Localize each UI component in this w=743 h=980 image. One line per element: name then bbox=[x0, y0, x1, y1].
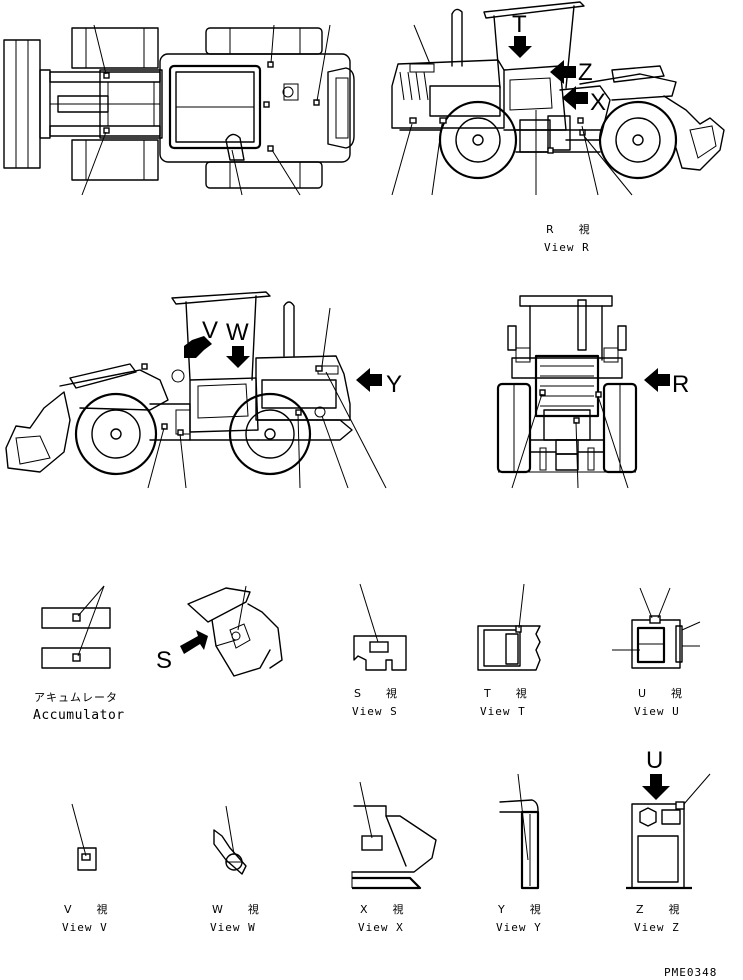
arrow-s: S bbox=[156, 630, 208, 674]
right-side-view-machine bbox=[391, 1, 725, 196]
view-y-en: View Y bbox=[496, 921, 542, 934]
view-r-en: View R bbox=[544, 241, 590, 254]
view-y-jp: Y 視 bbox=[497, 902, 542, 916]
view-t-drawing bbox=[477, 583, 541, 671]
arrow-x: X bbox=[562, 86, 606, 116]
svg-text:V: V bbox=[202, 317, 218, 344]
accumulator-label-en: Accumulator bbox=[33, 708, 125, 723]
arrow-r: R bbox=[644, 368, 689, 398]
view-r-jp: R 視 bbox=[546, 222, 591, 236]
view-v-drawing bbox=[71, 803, 97, 871]
accumulator-detail: アキュムレータ Accumulator bbox=[33, 585, 125, 723]
view-v-jp: V 視 bbox=[64, 902, 109, 916]
left-side-view-machine bbox=[5, 291, 387, 489]
svg-text:Z: Z bbox=[578, 59, 593, 86]
view-y-drawing bbox=[499, 773, 540, 890]
detail-s-drawing bbox=[187, 585, 283, 677]
arrow-y: Y bbox=[356, 368, 402, 398]
drawing-code: PME0348 bbox=[664, 966, 717, 979]
arrow-v: V bbox=[184, 317, 218, 358]
svg-text:W: W bbox=[226, 319, 249, 346]
view-s-en: View S bbox=[352, 705, 398, 718]
svg-text:Y: Y bbox=[386, 371, 402, 398]
view-z-drawing bbox=[626, 773, 711, 890]
accumulator-label-jp: アキュムレータ bbox=[34, 691, 118, 704]
view-t-en: View T bbox=[480, 705, 526, 718]
rear-view-machine bbox=[496, 295, 638, 489]
view-x-drawing bbox=[351, 781, 437, 890]
arrow-u: U bbox=[642, 747, 670, 800]
view-w-jp: W 視 bbox=[212, 902, 260, 916]
svg-text:U: U bbox=[646, 747, 663, 774]
arrow-t: T bbox=[508, 11, 532, 58]
svg-text:R: R bbox=[672, 371, 689, 398]
view-v-en: View V bbox=[62, 921, 108, 934]
view-u-jp: U 視 bbox=[638, 686, 683, 700]
view-u-drawing bbox=[612, 587, 701, 669]
svg-text:S: S bbox=[156, 647, 172, 674]
top-view-machine bbox=[3, 24, 355, 196]
view-w-drawing bbox=[213, 805, 247, 875]
view-z-jp: Z 視 bbox=[636, 902, 681, 916]
svg-text:T: T bbox=[512, 11, 527, 38]
arrow-z: Z bbox=[550, 59, 593, 86]
view-u-en: View U bbox=[634, 705, 680, 718]
svg-text:X: X bbox=[590, 89, 606, 116]
view-x-en: View X bbox=[358, 921, 404, 934]
view-s-drawing bbox=[353, 583, 407, 671]
view-w-en: View W bbox=[210, 921, 256, 934]
view-t-jp: T 視 bbox=[483, 686, 528, 700]
arrow-w: W bbox=[226, 319, 250, 368]
view-x-jp: X 視 bbox=[360, 902, 405, 916]
view-z-en: View Z bbox=[634, 921, 680, 934]
view-s-jp: S 視 bbox=[354, 686, 398, 700]
